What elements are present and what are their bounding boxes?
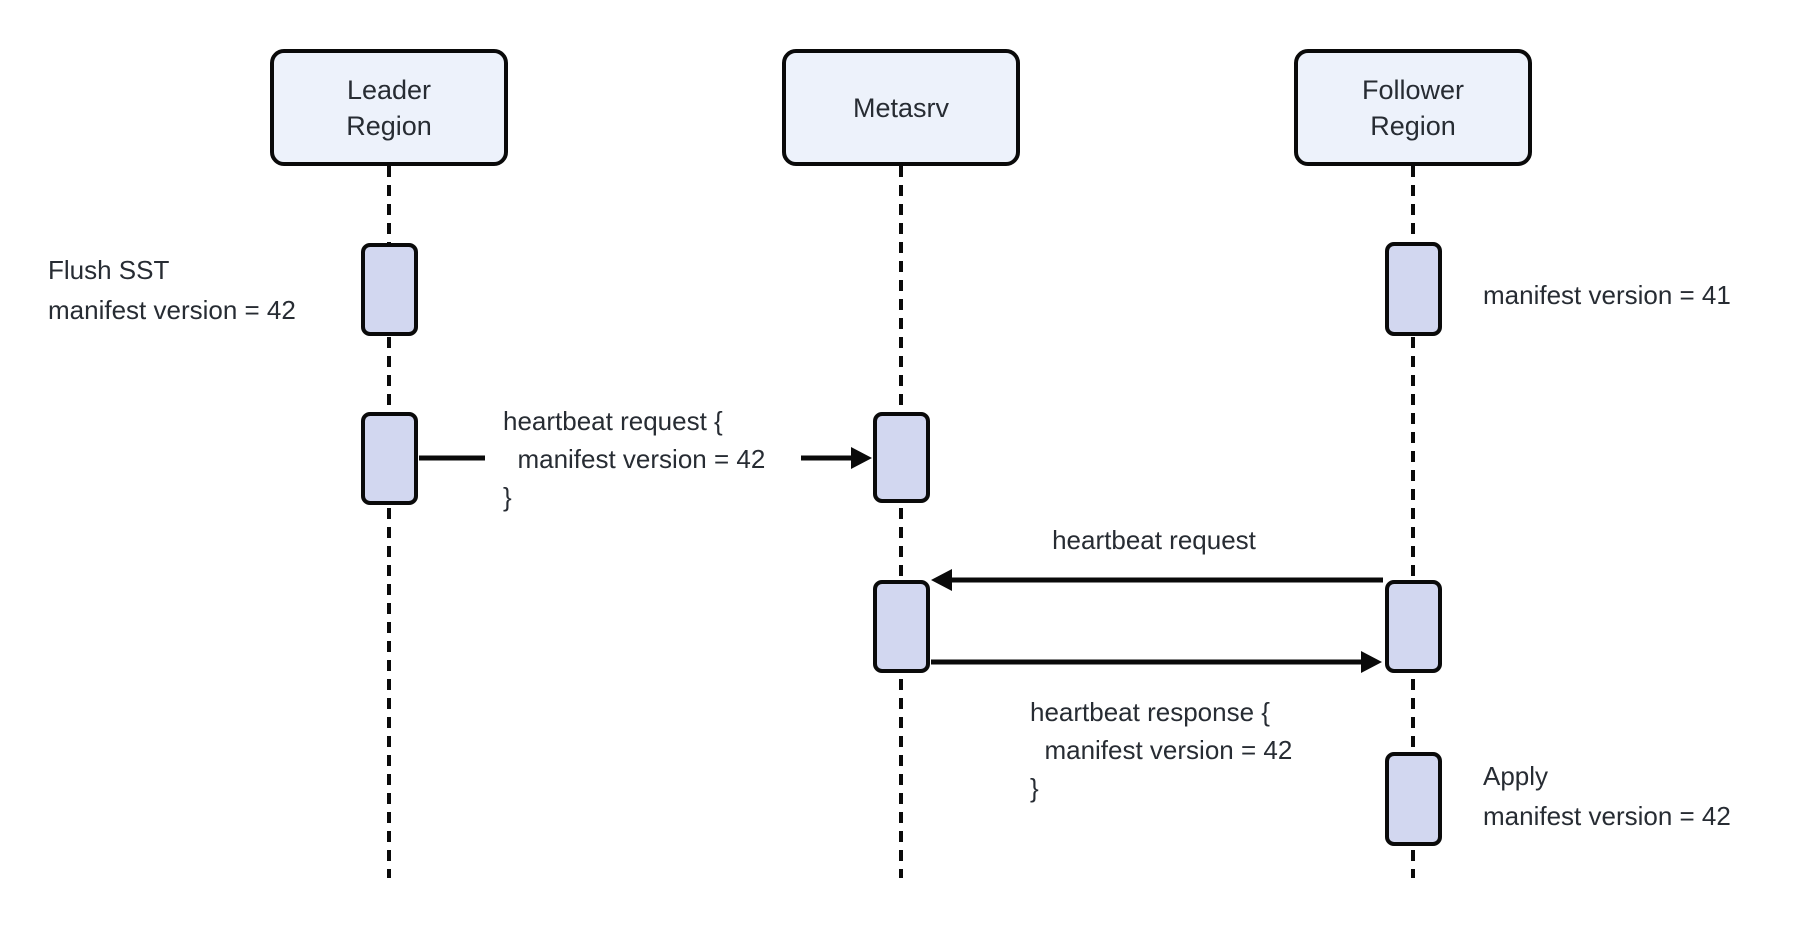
participant-follower-region-label: Follower Region <box>1361 74 1465 141</box>
activation-leader-flush <box>361 243 418 336</box>
heartbeat-request-arrowhead-icon <box>931 569 952 591</box>
activation-follower-manifest41 <box>1385 242 1442 336</box>
message-heartbeat-request: heartbeat request <box>1052 525 1256 555</box>
note-apply: Apply manifest version = 42 <box>1483 761 1731 831</box>
activation-follower-apply <box>1385 752 1442 846</box>
participant-follower-region: Follower Region <box>1294 49 1532 166</box>
activation-leader-heartbeat <box>361 412 418 505</box>
participant-leader-region: Leader Region <box>270 49 508 166</box>
participant-metasrv: Metasrv <box>782 49 1020 166</box>
activation-metasrv-heartbeat2 <box>873 580 930 673</box>
message-heartbeat-response-payload: heartbeat response { manifest version = … <box>1030 697 1293 803</box>
note-flush-sst: Flush SST manifest version = 42 <box>48 255 296 325</box>
participant-metasrv-label: Metasrv <box>852 92 950 123</box>
activation-metasrv-heartbeat1 <box>873 412 930 503</box>
heartbeat-request-payload-arrowhead-icon <box>851 447 872 469</box>
heartbeat-response-arrowhead-icon <box>1361 651 1382 673</box>
activation-follower-heartbeat <box>1385 580 1442 673</box>
message-heartbeat-request-payload: heartbeat request { manifest version = 4… <box>503 406 766 512</box>
participant-leader-region-label: Leader Region <box>346 74 432 141</box>
note-manifest-version-41: manifest version = 41 <box>1483 280 1731 310</box>
